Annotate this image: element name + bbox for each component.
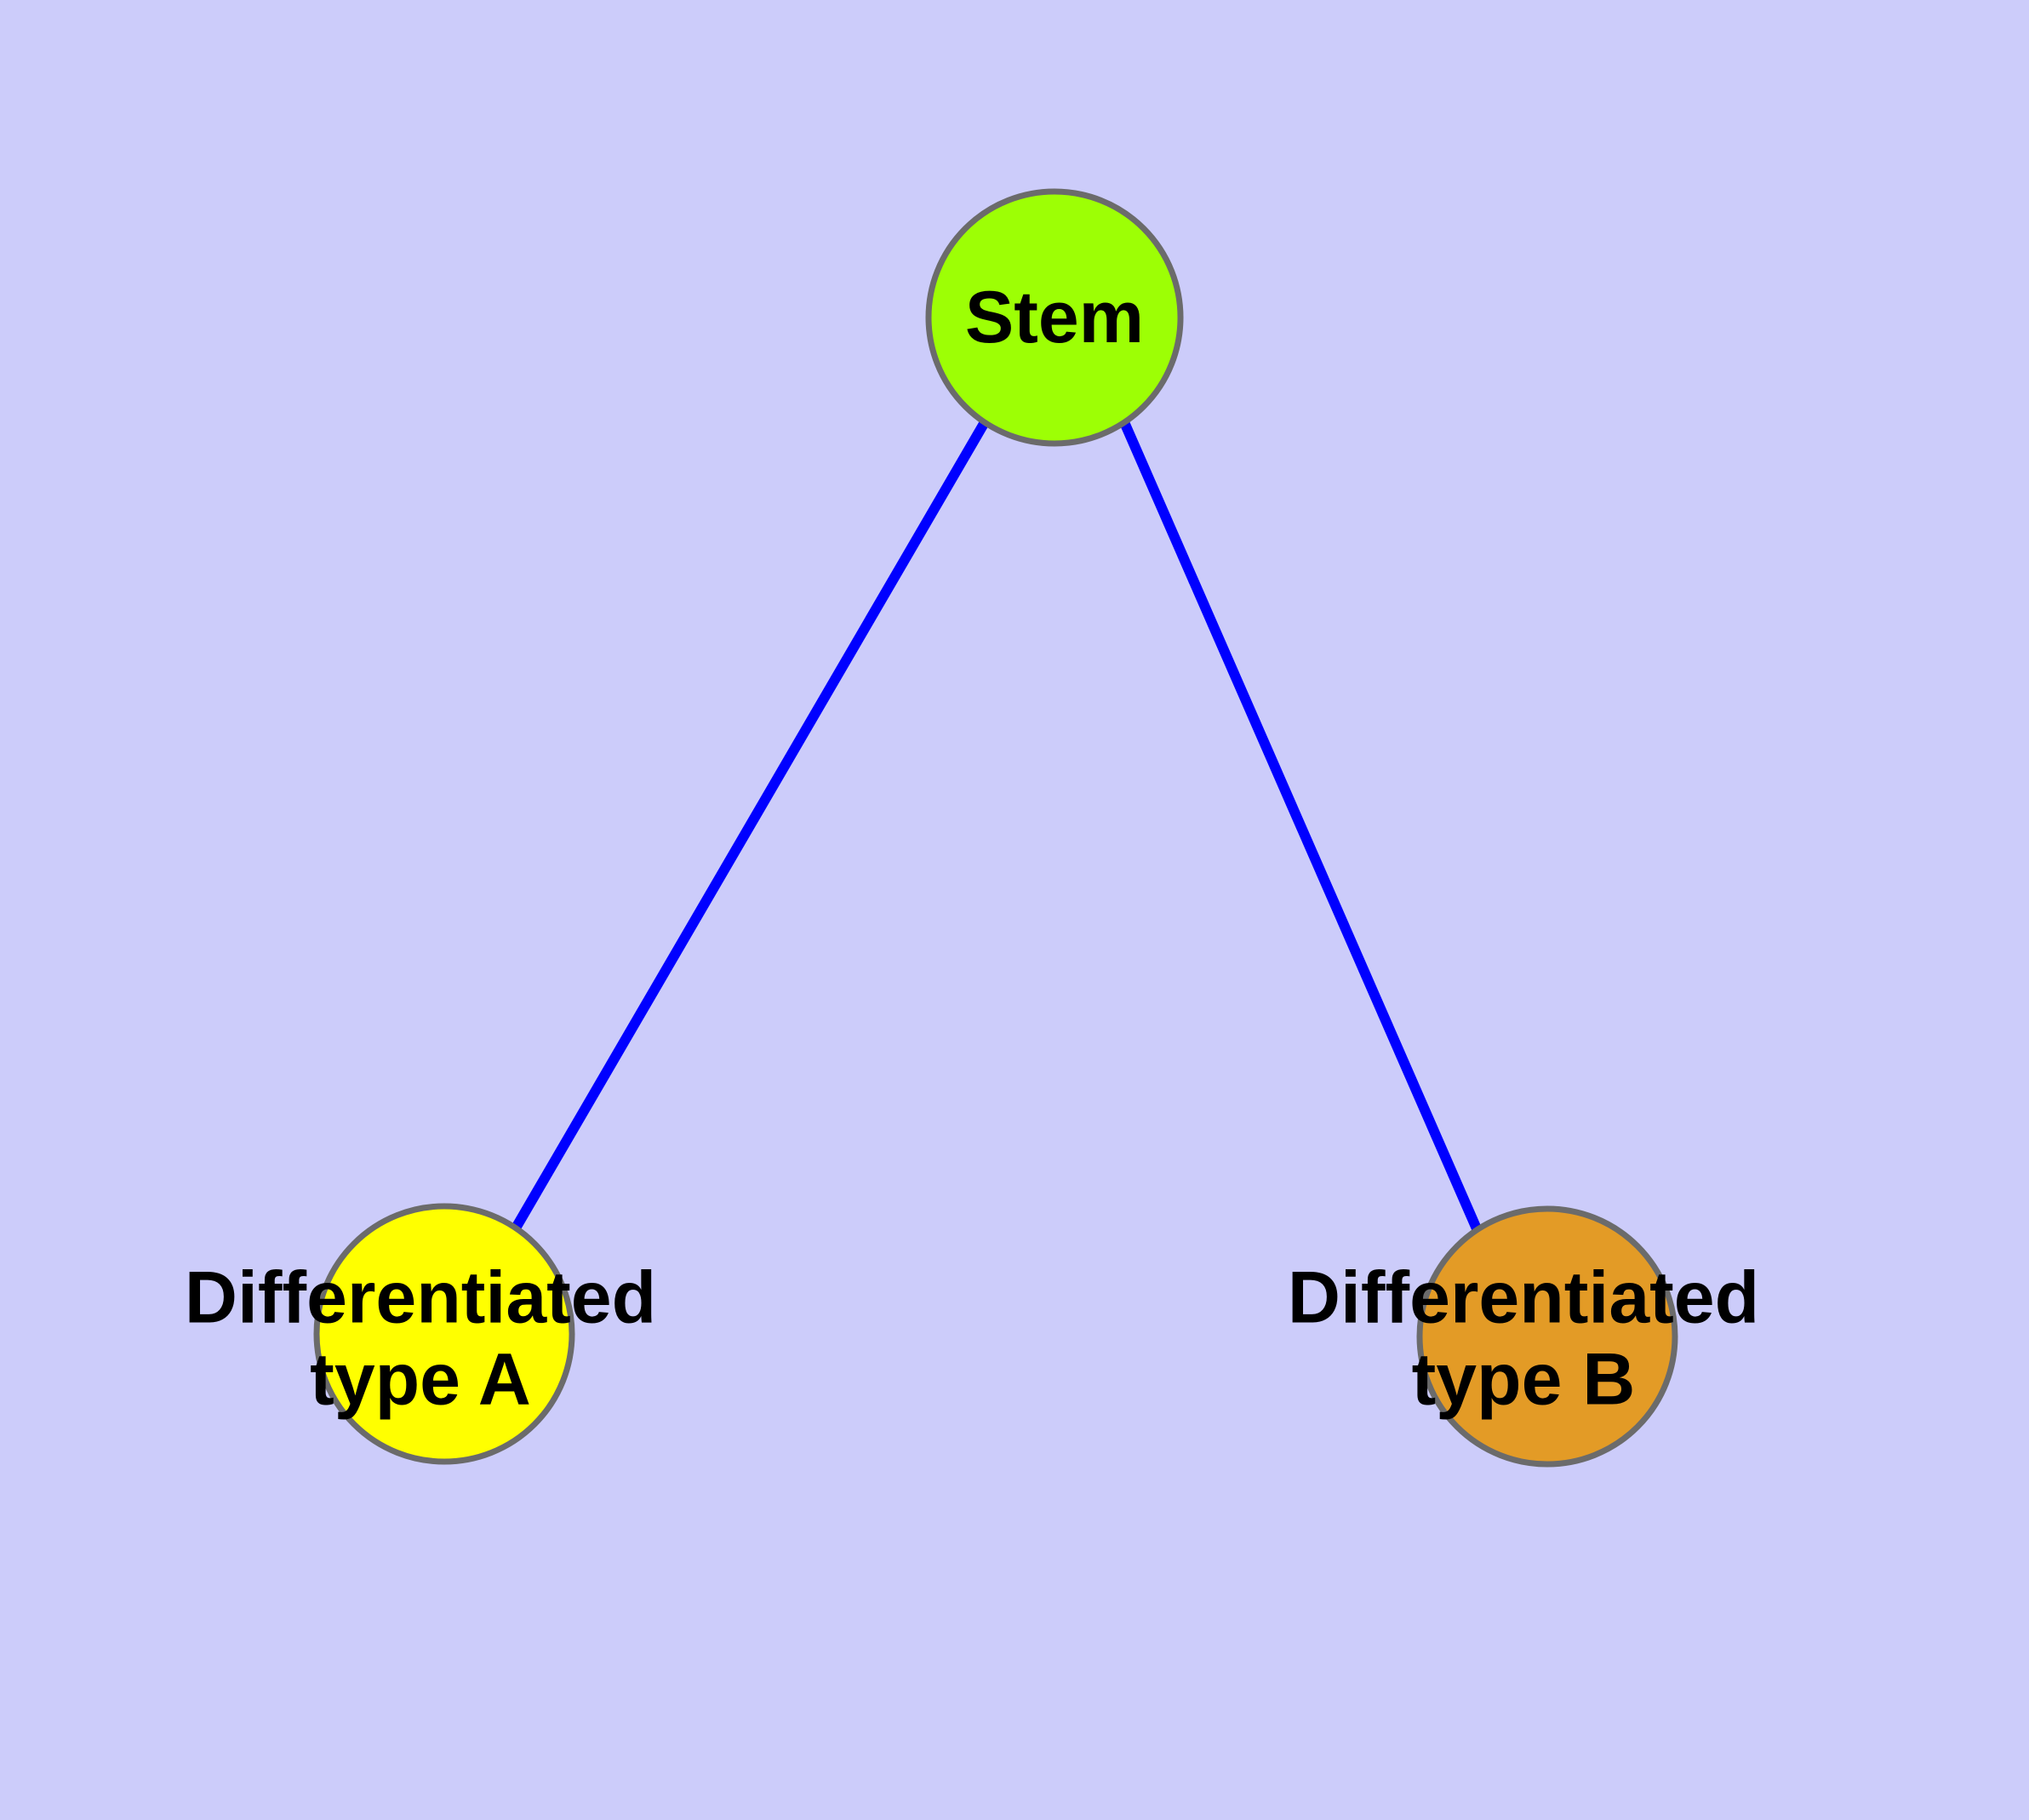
edge-stem-to-diff-b[interactable] (1119, 420, 1483, 1235)
node-stem[interactable] (925, 188, 1184, 447)
edge-stem-to-diff-a[interactable] (509, 419, 990, 1234)
node-diff-a[interactable] (313, 1203, 575, 1465)
node-diff-b[interactable] (1416, 1205, 1678, 1468)
edge-layer (509, 419, 1483, 1235)
node-layer (313, 188, 1678, 1468)
